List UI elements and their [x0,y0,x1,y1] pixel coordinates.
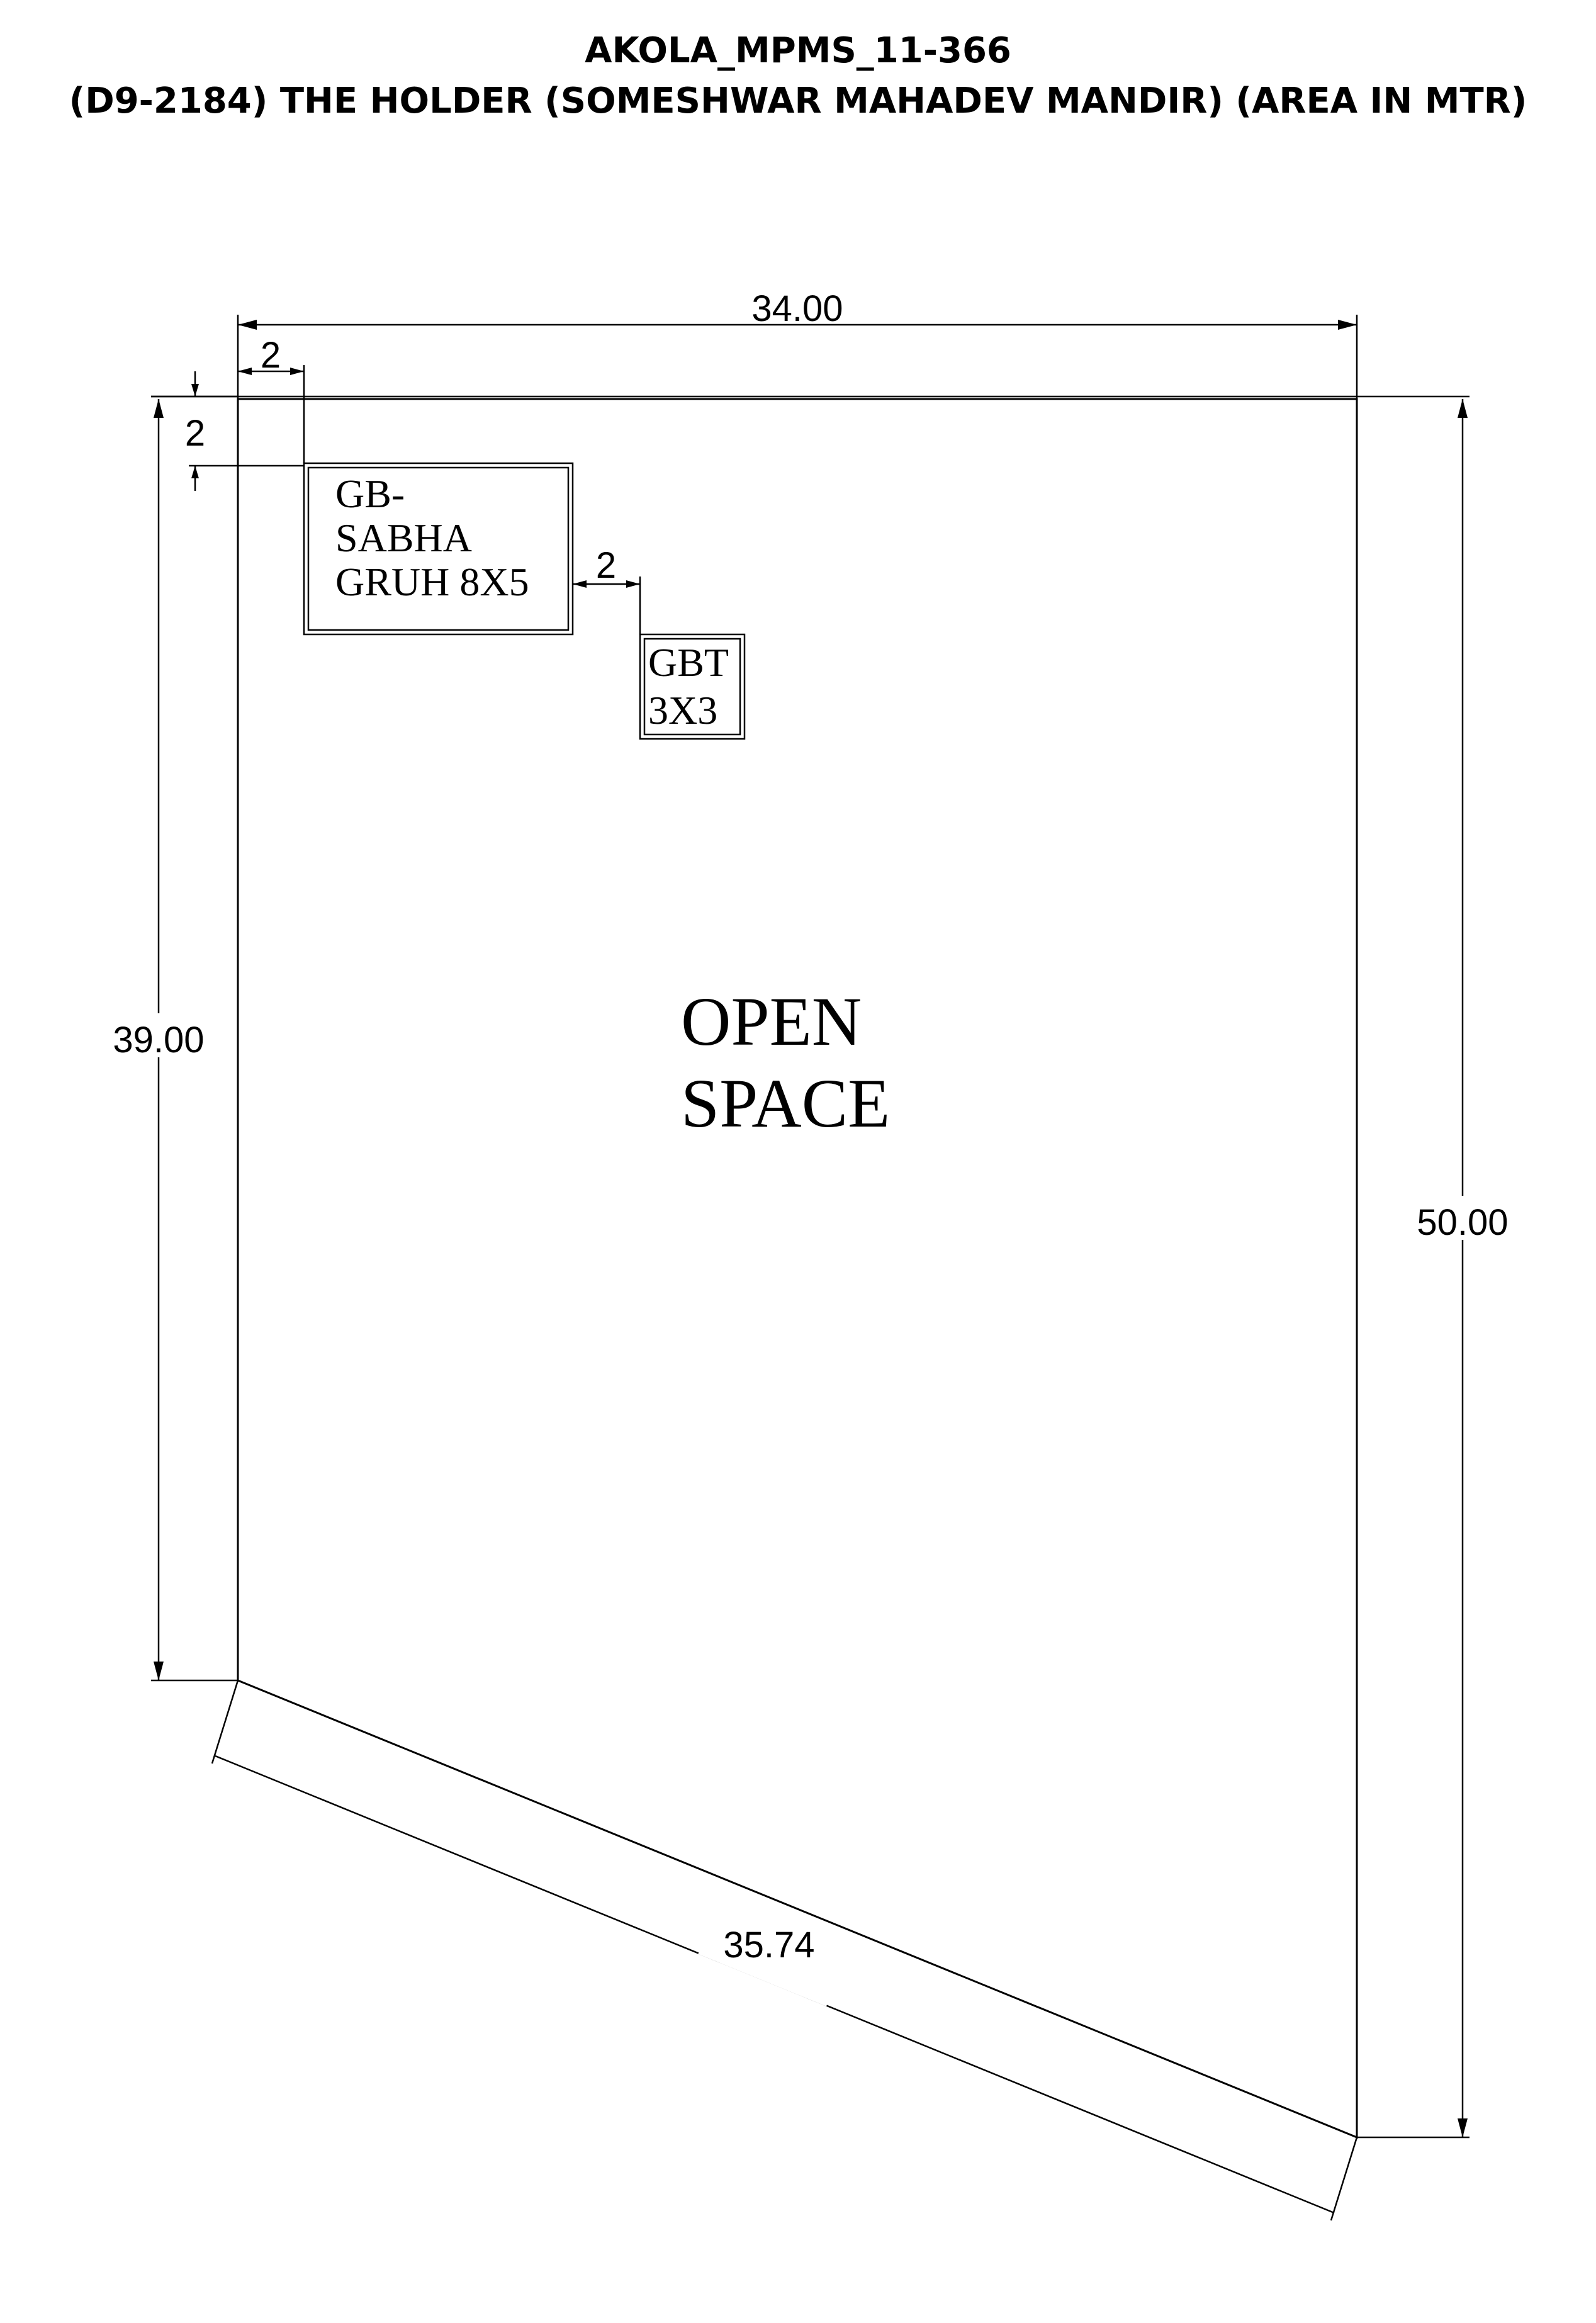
offset-x-arrow-right [290,368,304,375]
slope-label-mask [698,1896,850,2006]
gbt-inner [643,638,741,736]
offset-y-arrow-top [191,384,199,397]
bottom-slope-label: 35.74 [723,1925,814,1966]
left-dim-arrow-top [154,399,164,418]
drawing-title: AKOLA_MPMS_11-366 [585,30,1011,71]
left-dim-arrow-bottom [154,1662,164,1680]
sabha-gruh-inner [307,466,570,631]
top-dim-arrow-left [238,320,257,330]
gbt-label-2: 3X3 [648,688,717,733]
right-height-label: 50.00 [1417,1202,1508,1243]
open-space-label-1: OPEN [681,983,862,1060]
left-label-mask [107,1013,214,1057]
sabha-gruh-label-2: SABHA [335,515,472,560]
offset-x-arrow-left [238,368,252,375]
right-dim-arrow-top [1458,399,1468,418]
right-dim-arrow-bottom [1458,2118,1468,2137]
slope-ext-right [1330,2137,1358,2221]
left-height-label: 39.00 [113,1020,204,1060]
right-label-mask [1403,1196,1523,1240]
drawing-subtitle: (D9-2184) THE HOLDER (SOMESHWAR MAHADEV … [69,81,1527,121]
gbt-label-1: GBT [648,640,729,685]
top-width-label: 34.00 [751,288,843,329]
top-dim-arrow-right [1338,320,1357,330]
offset-y-label: 2 [185,413,205,454]
gap-arrow-right [626,580,640,588]
offset-y-arrow-bottom [191,466,199,478]
plot-boundary [237,398,1358,2139]
offset-x-label: 2 [261,335,281,376]
sabha-gruh-outer [303,462,574,636]
slope-ext-left [211,1680,239,1764]
sabha-gruh-label-3: GRUH 8X5 [335,560,529,604]
gap-arrow-left [573,580,587,588]
gbt-outer [639,633,746,740]
sabha-gruh-label-1: GB- [335,471,405,516]
open-space-label-2: SPACE [681,1065,890,1142]
gap-label: 2 [596,545,616,586]
